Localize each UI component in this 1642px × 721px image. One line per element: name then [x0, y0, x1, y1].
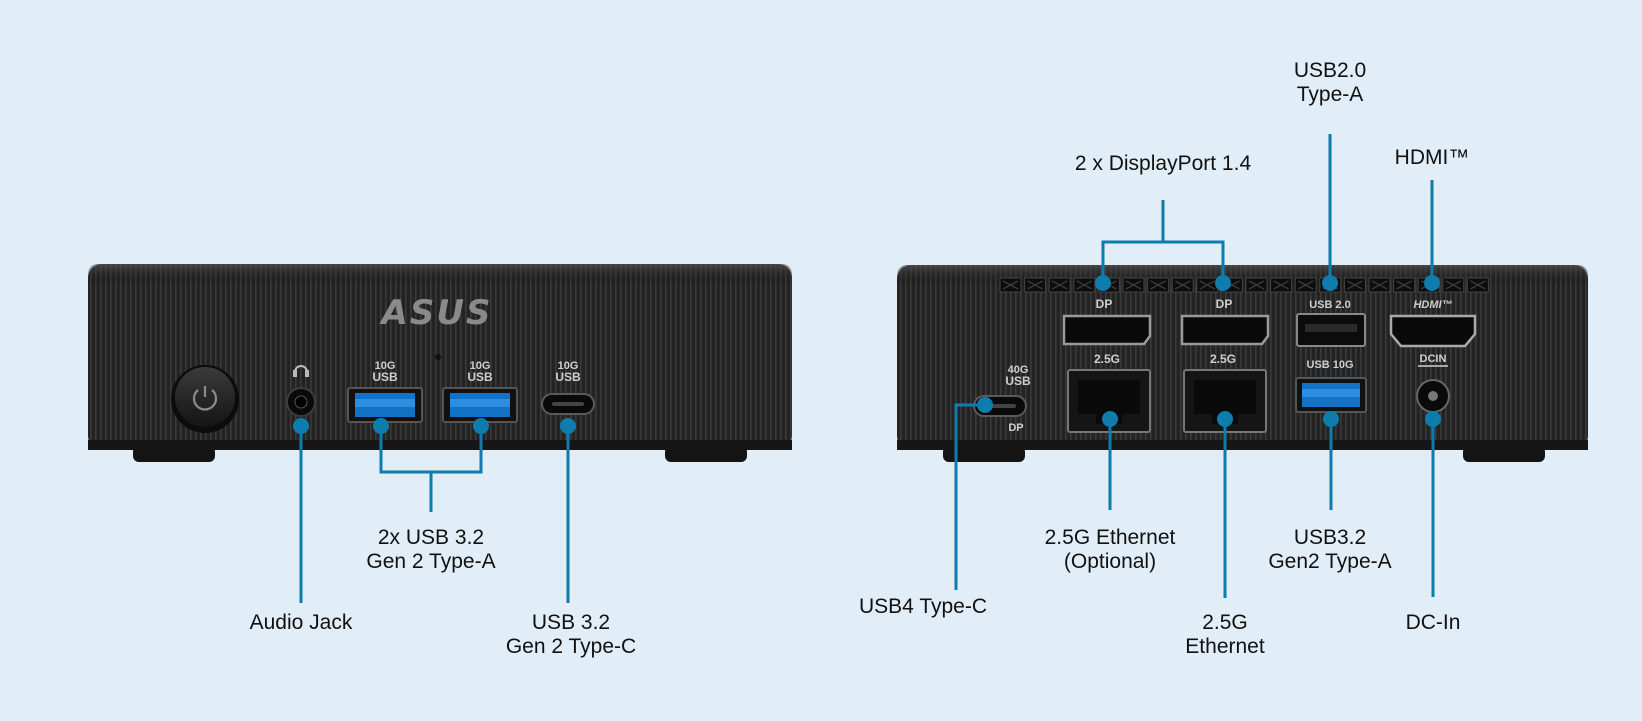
- vent-slot-grille: [1347, 280, 1363, 290]
- label-usb-c-line2: Gen 2 Type-C: [505, 635, 637, 658]
- front-leader-lines: [299, 426, 570, 603]
- usb4-mark-top: 40G: [1008, 364, 1029, 376]
- vent-slot-grille: [1125, 280, 1142, 290]
- asus-logo: ASUS: [379, 293, 493, 333]
- label-hdmi-line1: HDMI™: [1394, 146, 1470, 169]
- vent-slot-grille: [1174, 280, 1191, 290]
- usb-c-mark-bottom: USB: [555, 370, 581, 384]
- vent-slot-grille: [1248, 280, 1265, 290]
- usb3-port-rear: [1295, 377, 1367, 413]
- label-usb-c-line1: USB 3.2: [531, 611, 611, 634]
- vent-slot-grille: [1445, 280, 1462, 290]
- headset-icon: [293, 365, 309, 377]
- label-usb2-line1: USB2.0: [1293, 59, 1367, 82]
- hdmi-port: [1389, 314, 1477, 348]
- rear-device: DP DP USB 2.0 HDMI™ 2.5G 2.5G USB 10G: [897, 265, 1588, 462]
- dp-2-mark: DP: [1216, 297, 1233, 311]
- label-usb4: USB4 Type-C: [833, 595, 1013, 619]
- label-eth-line1: 2.5G: [1202, 611, 1248, 634]
- label-usb3-line1: USB3.2: [1293, 526, 1367, 549]
- usb4-mark-bottom: DP: [1008, 422, 1023, 434]
- label-dp-line1: 2 x DisplayPort 1.4: [1074, 152, 1252, 175]
- eth-2-mark: 2.5G: [1210, 352, 1236, 366]
- label-usb2: USB2.0 Type-A: [1250, 59, 1410, 107]
- rear-leader-dots: [977, 275, 1441, 427]
- vent-slot-grille: [1470, 280, 1486, 290]
- usb-c-mark-top: 10G: [558, 360, 579, 372]
- dc-in-port: [1416, 379, 1450, 413]
- label-eth-opt-line1: 2.5G Ethernet: [1044, 526, 1176, 549]
- label-displayport: 2 x DisplayPort 1.4: [1033, 152, 1293, 176]
- label-usb-a-line2: Gen 2 Type-A: [366, 550, 496, 573]
- label-usb4-line1: USB4 Type-C: [859, 595, 987, 618]
- label-dcin-line1: DC-In: [1405, 611, 1461, 634]
- usb2-mark: USB 2.0: [1309, 299, 1351, 311]
- label-ethernet-optional: 2.5G Ethernet (Optional): [1010, 526, 1210, 574]
- usb4-mark-mid: USB: [1005, 374, 1031, 388]
- label-usb-a-line1: 2x USB 3.2: [377, 526, 485, 549]
- vent-slot-grille: [1027, 280, 1043, 290]
- usb3-mark: USB 10G: [1306, 359, 1353, 371]
- usb-c-port-front: [541, 393, 595, 415]
- usb-a-port-1: [347, 387, 423, 423]
- usb-a-2-mark-top: 10G: [470, 360, 491, 372]
- vent-slot-grille: [1396, 280, 1412, 290]
- vent-slot-grille: [1199, 280, 1216, 290]
- label-hdmi: HDMI™: [1362, 146, 1502, 170]
- dcin-mark: DCIN: [1420, 353, 1447, 365]
- power-button-icon: [192, 386, 218, 411]
- displayport-1: [1062, 314, 1152, 346]
- label-eth-line2: Ethernet: [1185, 635, 1265, 658]
- vent-slot-grille: [1273, 280, 1289, 290]
- vent-slot-grille: [1150, 280, 1166, 290]
- usb-a-1-mark-top: 10G: [375, 360, 396, 372]
- label-usb3-rear: USB3.2 Gen2 Type-A: [1230, 526, 1430, 574]
- vent-slot-grille: [1002, 280, 1019, 290]
- vent-slot-grille: [1076, 280, 1093, 290]
- usb-a-1-mark-bottom: USB: [372, 370, 398, 384]
- vent-slot-grille: [1371, 280, 1388, 290]
- front-device: ASUS 10G USB 10G: [88, 264, 792, 462]
- label-usb-c-front: USB 3.2 Gen 2 Type-C: [481, 611, 661, 659]
- label-audio-jack: Audio Jack: [211, 611, 391, 635]
- eth-1-mark: 2.5G: [1094, 352, 1120, 366]
- rear-leader-lines: [954, 134, 1435, 598]
- usb2-port: [1296, 313, 1366, 347]
- label-usb-a-front: 2x USB 3.2 Gen 2 Type-A: [331, 526, 531, 574]
- front-leader-dots: [293, 418, 576, 434]
- hdmi-mark: HDMI™: [1413, 299, 1452, 311]
- vent-slot-grille: [1051, 280, 1068, 290]
- label-usb3-line2: Gen2 Type-A: [1268, 550, 1392, 573]
- displayport-2: [1180, 314, 1270, 346]
- audio-jack-port: [286, 387, 316, 417]
- usb-a-port-2: [442, 387, 518, 423]
- vent-slot-grille: [1297, 280, 1314, 290]
- front-indicator-dot: [435, 354, 441, 360]
- label-audio-line1: Audio Jack: [249, 611, 353, 634]
- power-button[interactable]: [171, 365, 239, 433]
- label-usb2-line2: Type-A: [1296, 83, 1364, 106]
- label-dc-in: DC-In: [1363, 611, 1503, 635]
- label-ethernet: 2.5G Ethernet: [1145, 611, 1305, 659]
- dp-1-mark: DP: [1096, 297, 1113, 311]
- label-eth-opt-line2: (Optional): [1063, 550, 1157, 573]
- usb-a-2-mark-bottom: USB: [467, 370, 493, 384]
